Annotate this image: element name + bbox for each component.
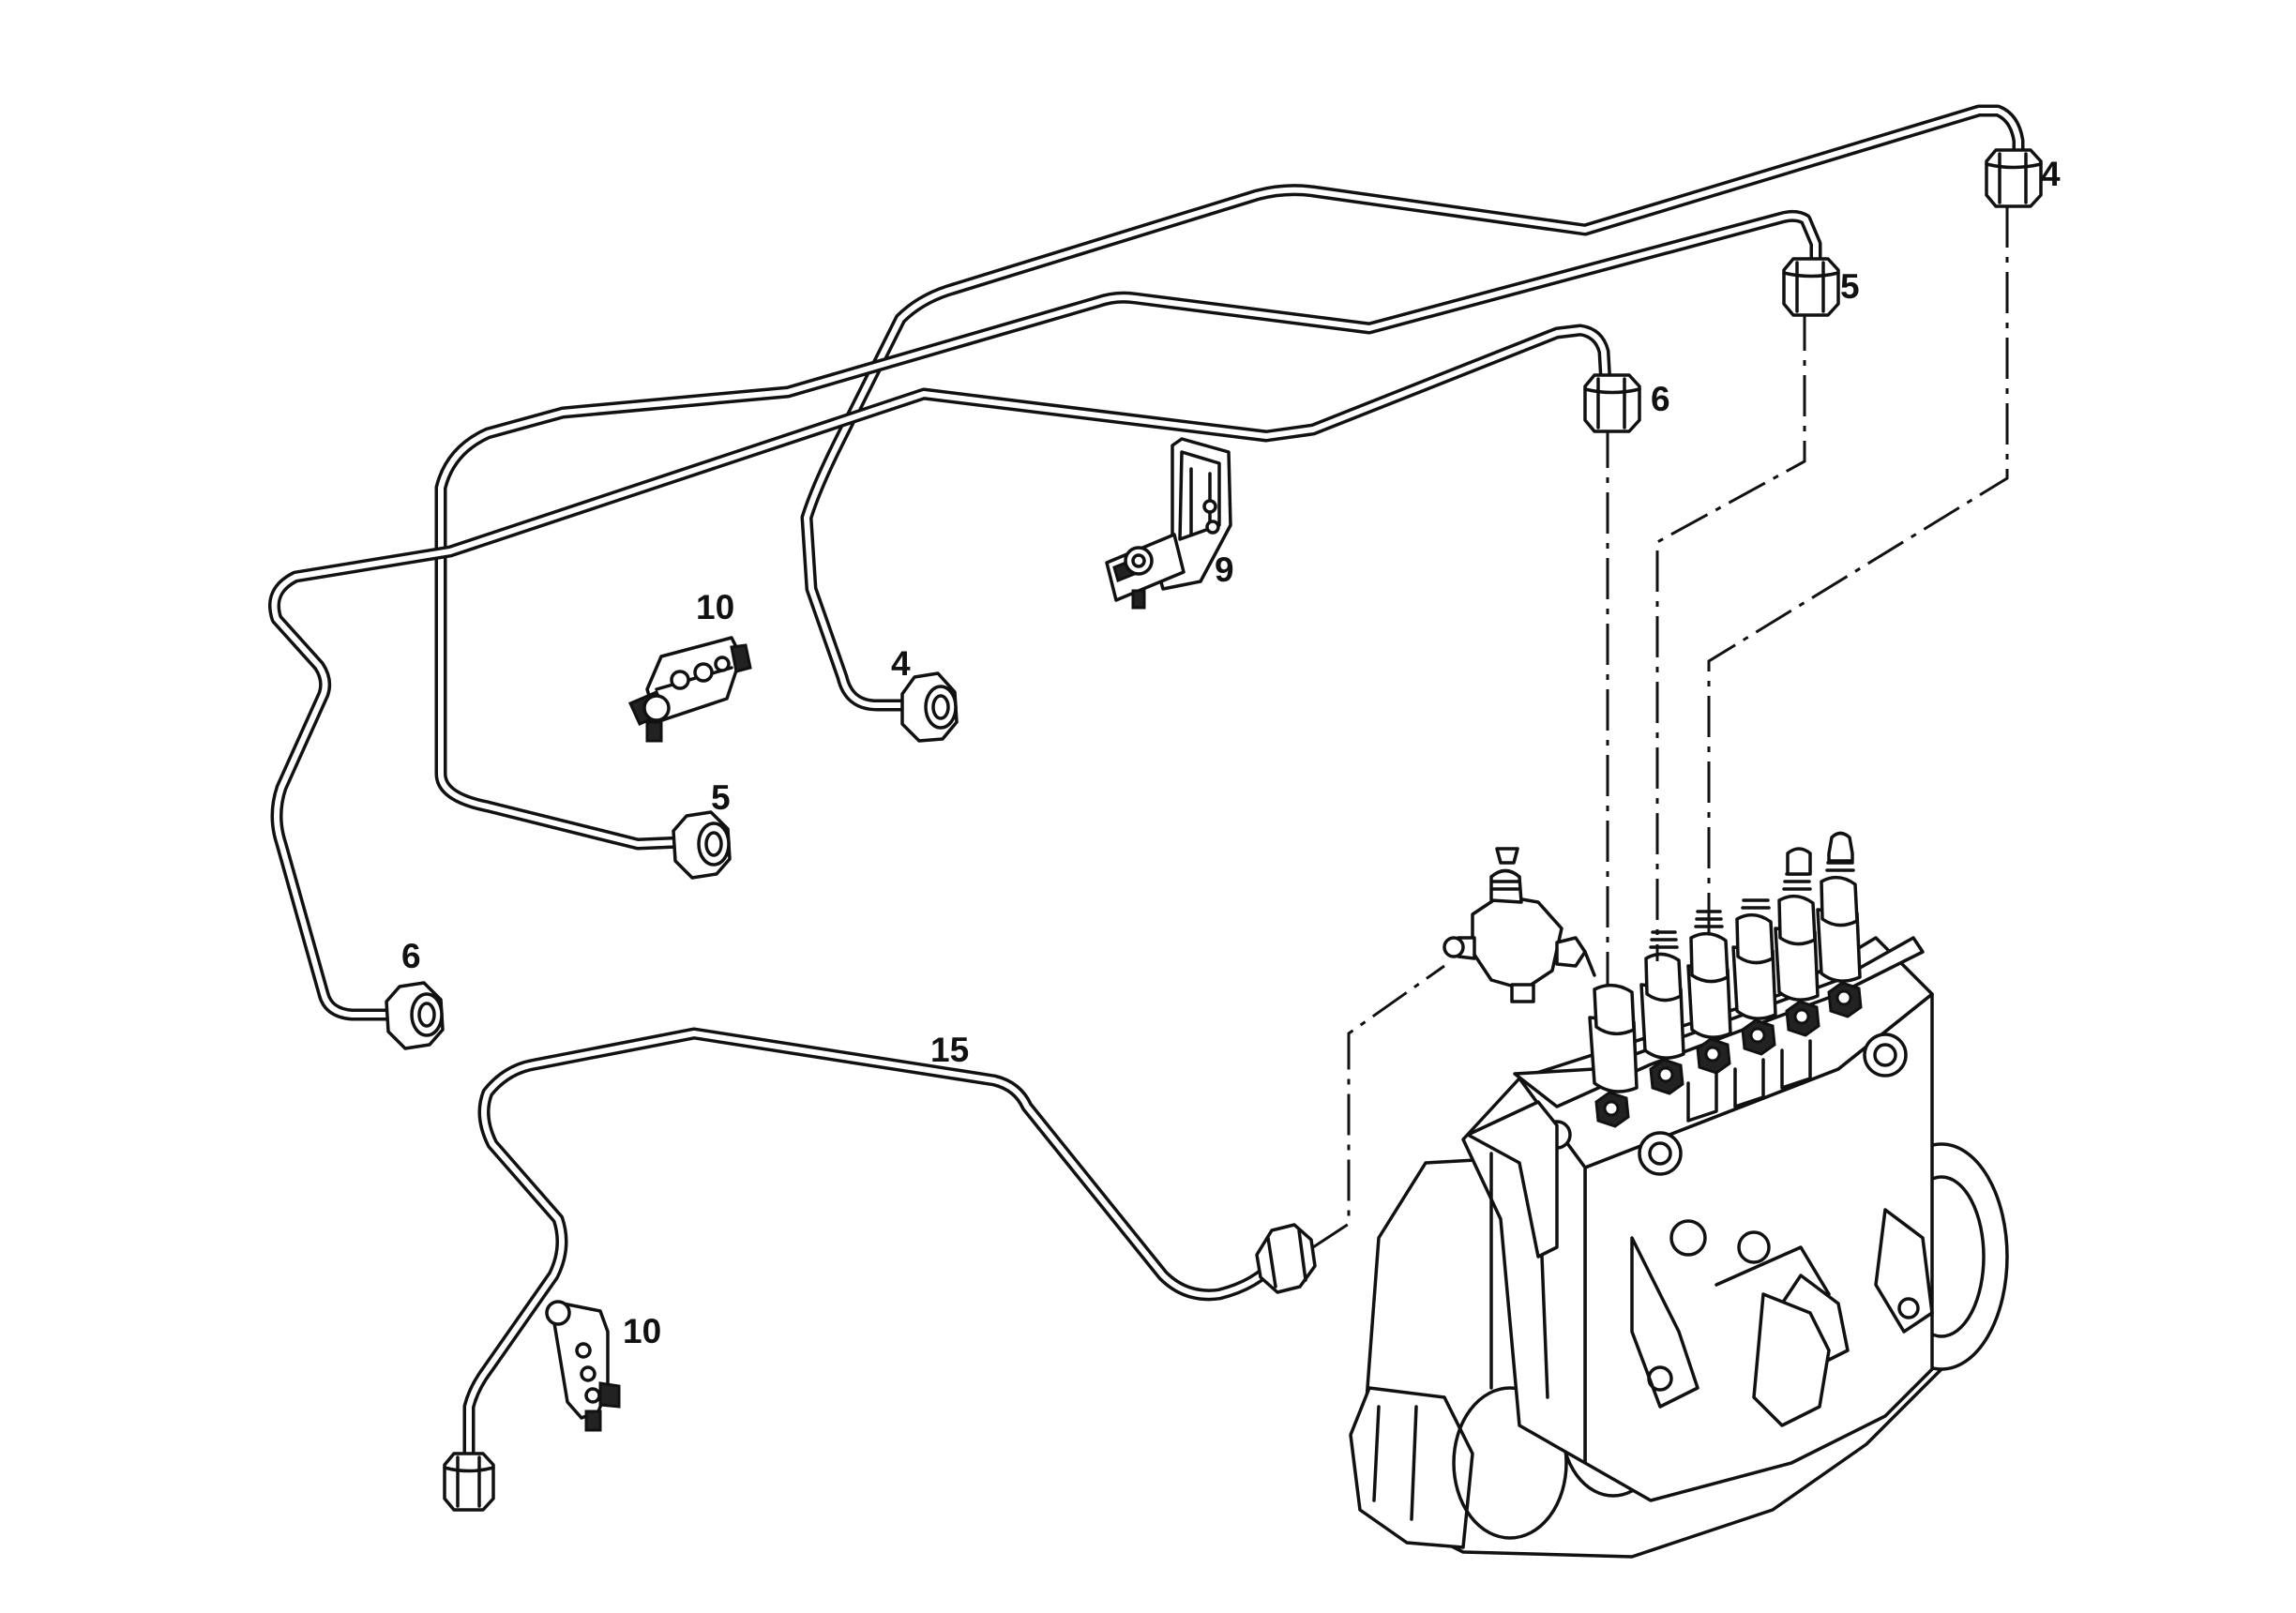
leader-lines bbox=[1312, 206, 2009, 1249]
callout-5-top: 5 bbox=[1840, 267, 1860, 306]
injection-pump bbox=[1349, 831, 2009, 1559]
injection-pipe-4 bbox=[800, 104, 2025, 712]
delivery-valve-3 bbox=[1686, 931, 1732, 1075]
callout-4-top: 4 bbox=[2041, 155, 2061, 193]
pipe-clamp-10-lower bbox=[545, 1300, 621, 1432]
delivery-valve-4 bbox=[1731, 912, 1777, 1056]
callout-6-end: 6 bbox=[401, 937, 421, 975]
return-pipe-15 bbox=[462, 1027, 1282, 1462]
union-nut-4-end bbox=[900, 671, 959, 743]
delivery-valve-1 bbox=[1588, 983, 1639, 1128]
callout-10-upper: 10 bbox=[696, 588, 734, 626]
callout-9: 9 bbox=[1215, 550, 1234, 589]
union-nut-5-end bbox=[672, 810, 732, 880]
delivery-valve-6 bbox=[1816, 875, 1863, 1018]
callout-15: 15 bbox=[930, 1031, 969, 1069]
pipe-clamp-10-upper bbox=[628, 636, 752, 743]
delivery-valve-2 bbox=[1639, 952, 1685, 1095]
tee-fitting bbox=[1443, 847, 1596, 1003]
callout-6-top: 6 bbox=[1651, 380, 1670, 418]
callout-5-end: 5 bbox=[711, 778, 731, 817]
injection-pipe-6 bbox=[268, 324, 1612, 1021]
union-nut-6-top bbox=[1583, 373, 1641, 433]
union-nut-4-top bbox=[1985, 148, 2043, 208]
union-nut-6-end bbox=[385, 981, 445, 1050]
return-pipe-nut-end bbox=[443, 1452, 495, 1512]
pipe-clamp-9 bbox=[1105, 437, 1232, 610]
callout-4-end: 4 bbox=[891, 644, 911, 683]
union-nut-5-top bbox=[1782, 257, 1840, 317]
callout-10-lower: 10 bbox=[623, 1312, 661, 1350]
injection-pipe-5 bbox=[434, 209, 1822, 851]
delivery-valve-5 bbox=[1774, 894, 1820, 1037]
return-pipe-nut-pump bbox=[1255, 1223, 1317, 1294]
callout-labels: 4 5 6 9 10 4 5 6 15 10 bbox=[401, 155, 2061, 1350]
